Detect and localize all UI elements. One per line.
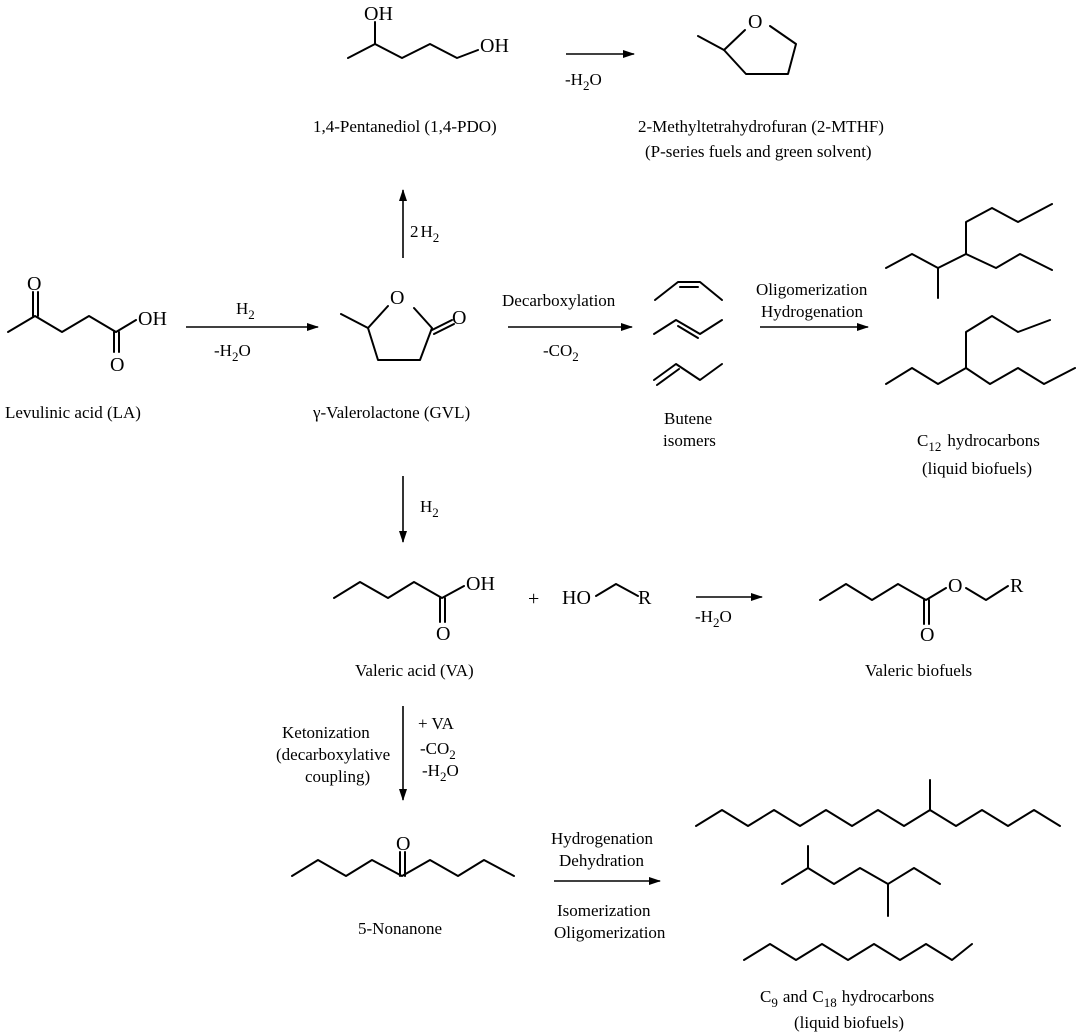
ketonization-co2: -CO2 xyxy=(420,739,456,762)
hydrogenation-label-2: Hydrogenation xyxy=(551,829,653,848)
hydrogenation-label: Hydrogenation xyxy=(761,302,863,321)
ketonization-h2o: -H2O xyxy=(422,761,459,784)
va-o-label: O xyxy=(436,623,450,645)
c9-branched-structure xyxy=(781,845,941,917)
c12-structure-1 xyxy=(885,203,1053,299)
dehydration-label: Dehydration xyxy=(559,851,644,870)
trans-2-butene xyxy=(653,319,723,339)
plus-sign: + xyxy=(528,588,539,610)
1-butene xyxy=(653,363,723,386)
gvl-label: γ-Valerolactone (GVL) xyxy=(312,403,470,422)
mthf-o-label: O xyxy=(748,11,762,33)
plus-va-condition: + VA xyxy=(418,714,455,733)
va-label: Valeric acid (VA) xyxy=(355,661,474,680)
la-to-gvl-condition-bottom: -H2O xyxy=(214,341,251,364)
pdo-oh-label-2: OH xyxy=(480,35,509,57)
mthf-label: 2-Methyltetrahydrofuran (2-MTHF) xyxy=(638,117,884,136)
gvl-structure: O O xyxy=(340,287,466,361)
c12-structure-2 xyxy=(885,315,1076,385)
gvl-ring-o-label: O xyxy=(390,287,404,309)
nonanone-o-label: O xyxy=(396,833,410,855)
gvl-to-va-condition: H2 xyxy=(420,497,439,520)
ketonization-label-3: coupling) xyxy=(305,767,370,786)
ester-r-label: R xyxy=(1010,575,1024,597)
la-structure: O OH O xyxy=(7,273,167,376)
va-structure: OH O xyxy=(333,573,495,645)
la-oh-label: OH xyxy=(138,308,167,330)
gvl-carbonyl-o-label: O xyxy=(452,307,466,329)
pdo-structure: OH OH xyxy=(347,3,509,59)
la-o2-label: O xyxy=(110,354,124,376)
pdo-label: 1,4-Pentanediol (1,4-PDO) xyxy=(313,117,497,136)
la-label: Levulinic acid (LA) xyxy=(5,403,141,422)
decarboxylation-label: Decarboxylation xyxy=(502,291,616,310)
la-o-label: O xyxy=(27,273,41,295)
alcohol-r-label: R xyxy=(638,587,652,609)
mthf-use-label: (P-series fuels and green solvent) xyxy=(645,142,872,161)
cis-2-butene xyxy=(654,281,723,301)
la-to-gvl-condition-top: H2 xyxy=(236,299,255,322)
butene-label-1: Butene xyxy=(664,409,712,428)
gvl-to-butenes-condition: -CO2 xyxy=(543,341,579,364)
isomerization-label: Isomerization xyxy=(557,901,651,920)
valeric-ester-structure: O R O xyxy=(819,575,1024,646)
ester-carbonyl-o-label: O xyxy=(920,624,934,646)
ketonization-label-1: Ketonization xyxy=(282,723,370,742)
oligomerization-label: Oligomerization xyxy=(756,280,868,299)
alcohol-ho-label: HO xyxy=(562,587,591,609)
ester-o-label: O xyxy=(948,575,962,597)
c12-use-label: (liquid biofuels) xyxy=(922,459,1032,478)
c9c18-use-label: (liquid biofuels) xyxy=(794,1013,904,1032)
esterification-condition: -H2O xyxy=(695,607,732,630)
ketonization-label-2: (decarboxylative xyxy=(276,745,390,764)
pdo-to-mthf-condition: -H2O xyxy=(565,70,602,93)
mthf-structure: O xyxy=(697,11,797,75)
alcohol-structure: HO R xyxy=(562,583,652,609)
nonanone-label: 5-Nonanone xyxy=(358,919,442,938)
pdo-oh-label-1: OH xyxy=(364,3,393,25)
c18-structure xyxy=(695,779,1061,827)
nonanone-structure: O xyxy=(291,833,515,877)
nonane-structure xyxy=(743,943,973,961)
oligomerization-label-2: Oligomerization xyxy=(554,923,666,942)
butene-label-2: isomers xyxy=(663,431,716,450)
va-oh-label: OH xyxy=(466,573,495,595)
valeric-biofuels-label: Valeric biofuels xyxy=(865,661,972,680)
